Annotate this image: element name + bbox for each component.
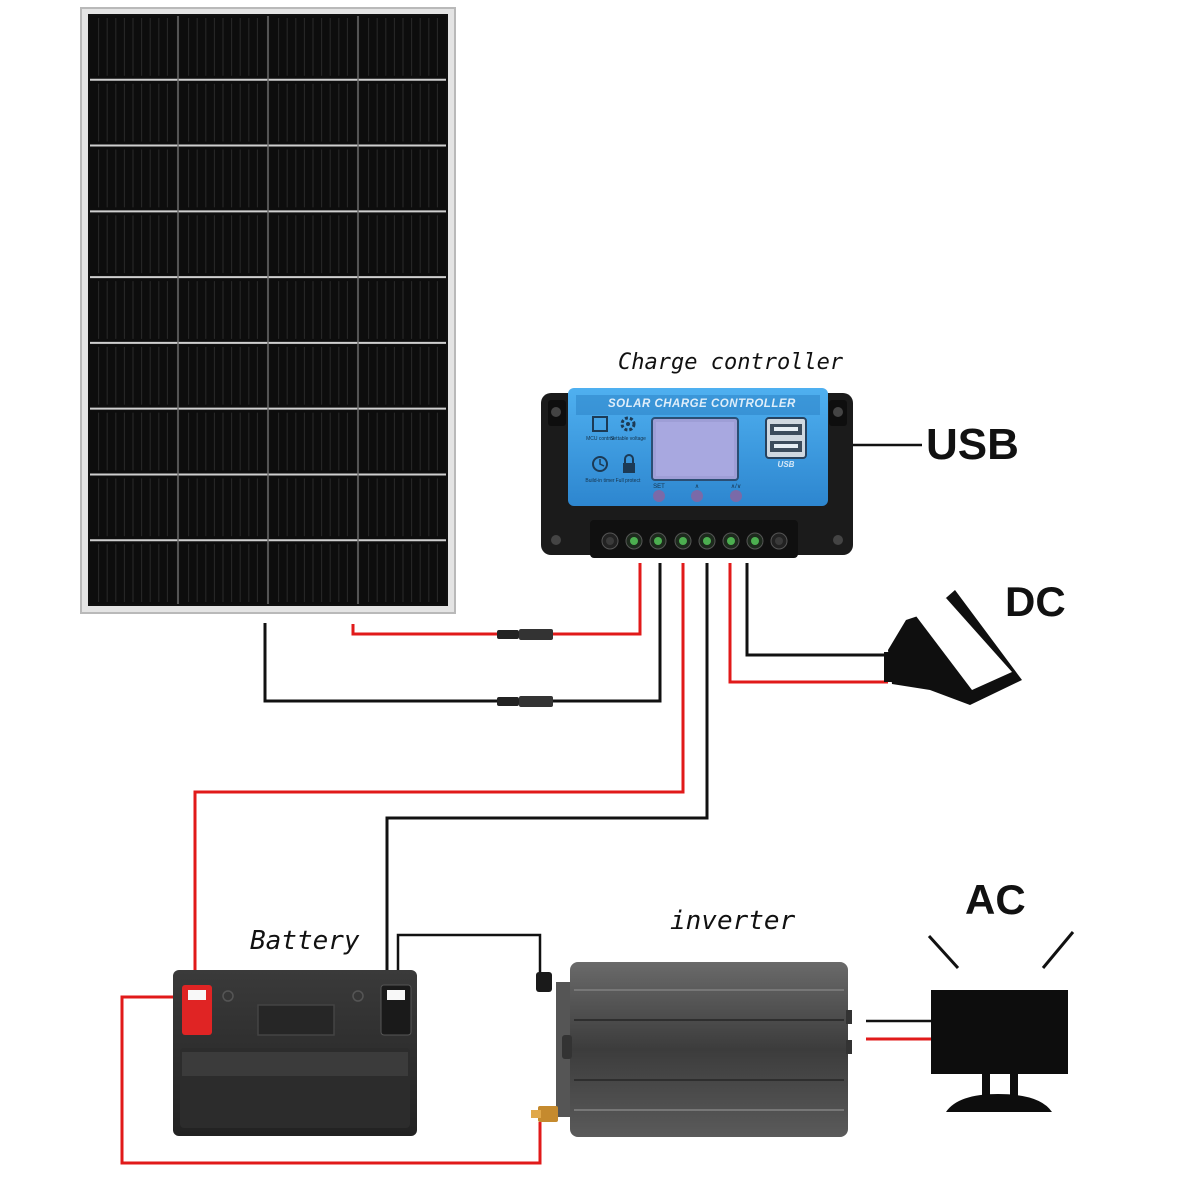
set-button-label: SET (653, 484, 665, 490)
icon-caption-voltage: Settable voltage (610, 436, 646, 442)
inverter-label: inverter (670, 906, 796, 936)
icon-caption-timer: Build-in timer (585, 478, 615, 484)
mcu-chip-icon (592, 416, 608, 432)
solar-cells (90, 16, 446, 604)
battery-label: Battery (250, 926, 360, 956)
dc-label: DC (1005, 578, 1066, 625)
usb-port-label: USB (778, 460, 795, 469)
ac-monitor (927, 931, 1075, 1112)
icon-caption-mcu: MCU control (586, 436, 614, 442)
panel-negative-wire (263, 563, 662, 703)
load-negative-wire (745, 563, 888, 657)
icon-caption-protect: Full protect (616, 478, 641, 484)
ac-label: AC (965, 876, 1026, 923)
set-button[interactable] (653, 490, 665, 502)
charge-controller-label: Charge controller (618, 350, 844, 375)
battery-positive-wire (193, 563, 685, 985)
up-down-button[interactable] (730, 490, 742, 502)
mc4-connector-negative (497, 696, 553, 707)
up-button-label: ∧ (695, 484, 699, 490)
inverter-negative-post (536, 972, 552, 992)
controller-buttons: SET ∧ ∧/∨ (653, 484, 742, 502)
gear-icon (620, 416, 636, 432)
mc4-connector-positive (497, 629, 553, 640)
inverter-positive-wire (120, 995, 542, 1165)
up-down-button-label: ∧/∨ (731, 484, 741, 490)
controller-panel-title: SOLAR CHARGE CONTROLLER (608, 398, 796, 410)
inverter-positive-post (531, 1106, 558, 1122)
solar-panel (80, 7, 456, 614)
load-positive-wire (728, 563, 888, 684)
terminal-strip (590, 520, 798, 558)
inverter (531, 962, 852, 1137)
lock-icon (623, 454, 635, 473)
panel-leads (263, 563, 662, 707)
usb-ports: USB (765, 417, 807, 469)
charge-controller: MCU control Settable voltage Build-in ti… (541, 388, 853, 558)
usb-label: USB (926, 420, 1019, 469)
clock-icon (592, 456, 608, 472)
up-button[interactable] (691, 490, 703, 502)
battery (173, 970, 417, 1136)
battery-negative-wire (385, 563, 709, 985)
dc-floodlight-lamp (884, 590, 1022, 705)
panel-positive-wire (351, 563, 642, 636)
inverter-negative-wire (396, 933, 542, 985)
